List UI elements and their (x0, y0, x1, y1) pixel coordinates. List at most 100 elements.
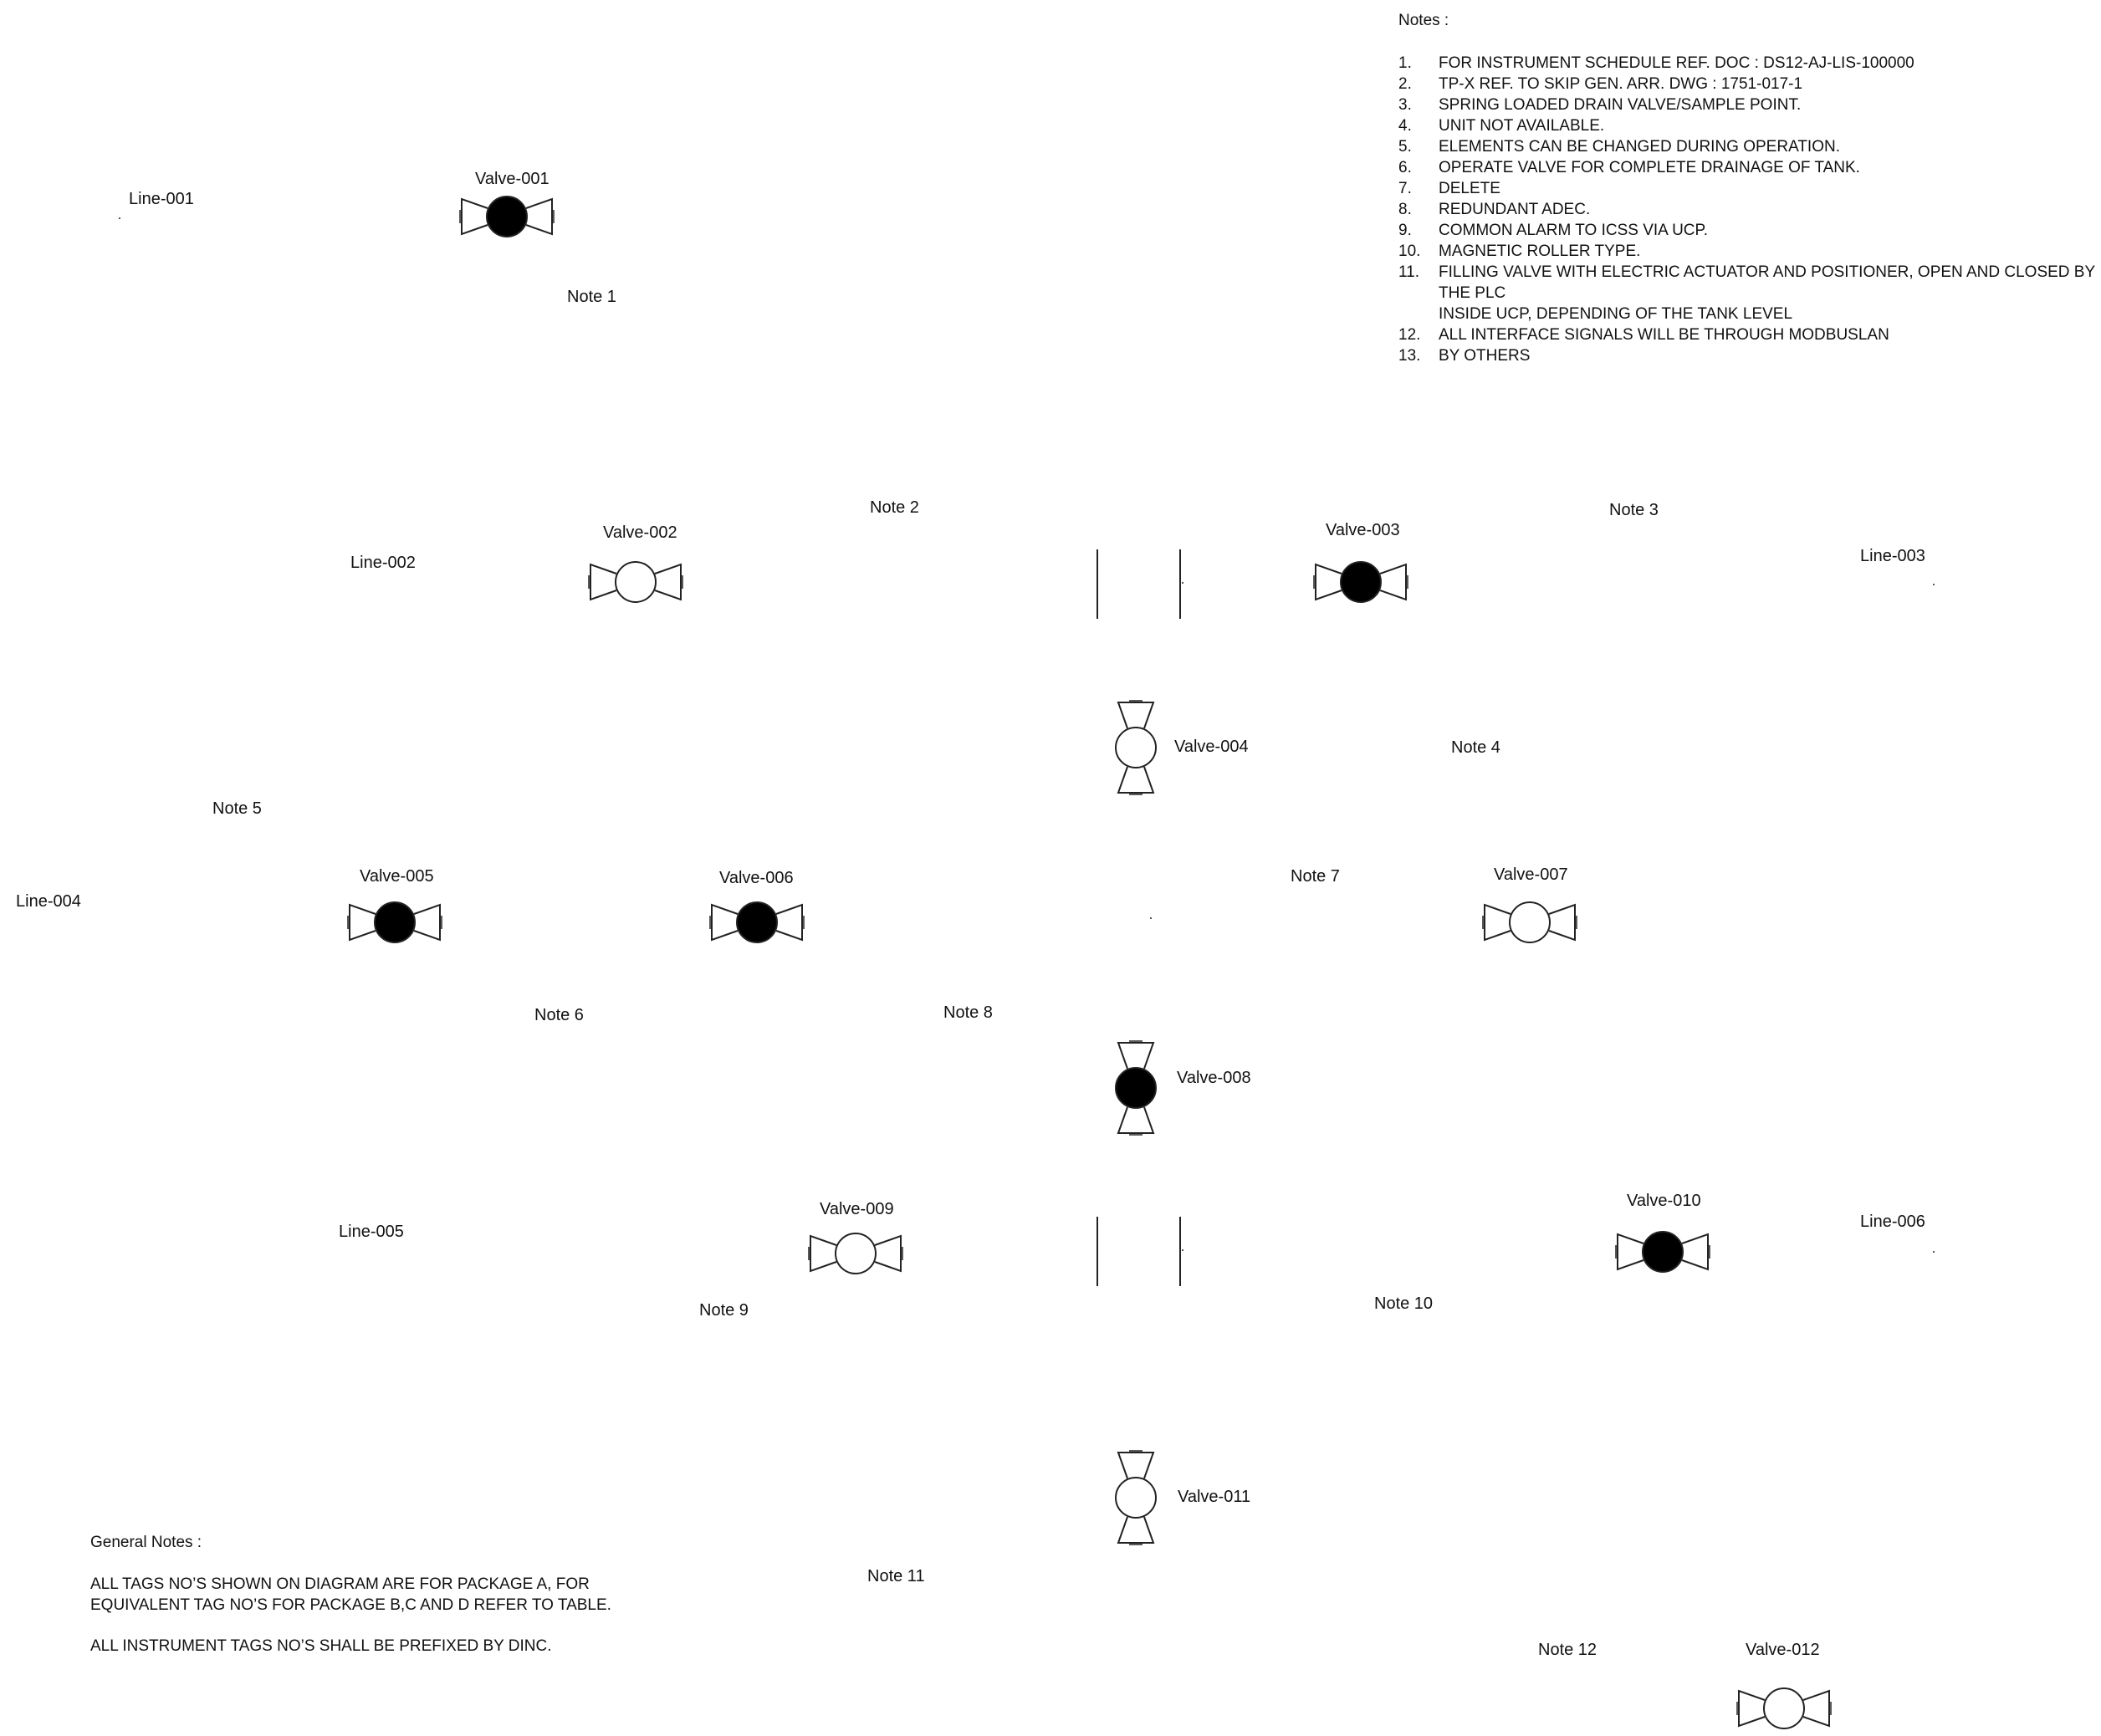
valve-body-right (1802, 1689, 1830, 1728)
valve-ball-closed (1340, 561, 1382, 603)
valve-label-011: Valve-011 (1178, 1488, 1251, 1506)
valve-body-left (711, 903, 739, 942)
line-label-002: Line-002 (350, 554, 416, 572)
valve-ball-open (1509, 901, 1551, 943)
note-text: ALL INTERFACE SIGNALS WILL BE THROUGH MO… (1439, 326, 1889, 344)
valve-body-left (810, 1234, 837, 1273)
note-label-10: Note 10 (1374, 1294, 1434, 1313)
note-number: 13. (1398, 347, 1421, 365)
valve-002-symbol (588, 561, 683, 603)
line-marker (1933, 584, 1935, 585)
line-label-006: Line-006 (1860, 1213, 1925, 1231)
valve-label-002: Valve-002 (603, 523, 677, 542)
note-text: COMMON ALARM TO ICSS VIA UCP. (1439, 222, 1709, 239)
note-label-7: Note 7 (1291, 867, 1340, 886)
valve-001-symbol (459, 196, 555, 237)
note-text: DELETE (1439, 180, 1500, 197)
note-text: TP-X REF. TO SKIP GEN. ARR. DWG : 1751-0… (1439, 75, 1803, 93)
valve-012-symbol (1736, 1687, 1832, 1729)
line-label-001: Line-001 (129, 190, 194, 208)
line-marker (1933, 1251, 1935, 1253)
valve-007-symbol (1482, 901, 1577, 943)
note-item: 1. FOR INSTRUMENT SCHEDULE REF. DOC : DS1… (1398, 53, 2101, 74)
note-number: 7. (1398, 180, 1412, 197)
note-label-5: Note 5 (212, 799, 262, 818)
note-number: 12. (1398, 326, 1421, 344)
valve-body-left (461, 197, 488, 236)
valve-body-left (349, 903, 376, 942)
notes-list: 1. FOR INSTRUMENT SCHEDULE REF. DOC : DS1… (1398, 53, 2101, 366)
valve-006-symbol (709, 901, 805, 943)
note-text: ELEMENTS CAN BE CHANGED DURING OPERATION… (1439, 138, 1840, 156)
note-item: 2. TP-X REF. TO SKIP GEN. ARR. DWG : 1751… (1398, 74, 2101, 94)
note-label-1: Note 1 (567, 288, 616, 306)
valve-label-005: Valve-005 (360, 867, 434, 886)
valve-ball-open (835, 1233, 877, 1274)
valve-body-right (654, 563, 682, 601)
valve-symbols (347, 196, 1832, 1729)
general-notes-block: General Notes : ALL TAGS NO’S SHOWN ON D… (90, 1532, 611, 1677)
spool-breaks (1097, 549, 1183, 1286)
note-item: 3. SPRING LOADED DRAIN VALVE/SAMPLE POINT… (1398, 94, 2101, 115)
valve-body-right (874, 1234, 902, 1273)
valve-ball-open (1115, 727, 1157, 768)
note-number: 6. (1398, 159, 1412, 176)
valve-body-left (1484, 903, 1511, 942)
general-note-paragraph-1: ALL TAGS NO’S SHOWN ON DIAGRAM ARE FOR P… (90, 1575, 611, 1614)
valve-label-003: Valve-003 (1326, 521, 1400, 539)
note-number: 9. (1398, 222, 1412, 239)
note-text: UNIT NOT AVAILABLE. (1439, 117, 1605, 135)
valve-ball-closed (1642, 1231, 1684, 1273)
valve-body-left (1617, 1233, 1644, 1271)
note-item: 7. DELETE (1398, 178, 2101, 199)
note-number: 8. (1398, 201, 1412, 218)
valve-body-left (1738, 1689, 1766, 1728)
valve-label-009: Valve-009 (820, 1200, 894, 1218)
valve-label-006: Valve-006 (719, 869, 794, 887)
note-label-12: Note 12 (1538, 1641, 1597, 1659)
note-number: 1. (1398, 54, 1412, 72)
valve-body-left (1315, 563, 1342, 601)
valve-label-010: Valve-010 (1627, 1192, 1701, 1210)
valve-ball-open (615, 561, 657, 603)
valve-ball-closed (374, 901, 416, 943)
note-number: 3. (1398, 96, 1412, 114)
valve-ball-closed (486, 196, 528, 237)
note-label-4: Note 4 (1451, 738, 1500, 757)
valve-ball-open (1763, 1687, 1805, 1729)
note-item: 13.BY OTHERS (1398, 345, 2101, 366)
note-label-11: Note 11 (867, 1567, 925, 1585)
valve-body-right (1548, 903, 1576, 942)
line-marker (119, 217, 120, 219)
valve-ball-open (1115, 1477, 1157, 1519)
note-number: 5. (1398, 138, 1412, 156)
note-text: OPERATE VALVE FOR COMPLETE DRAINAGE OF T… (1439, 159, 1860, 176)
note-text: FOR INSTRUMENT SCHEDULE REF. DOC : DS12-… (1439, 54, 1914, 72)
valve-body-top (1117, 702, 1155, 729)
note-item: 6. OPERATE VALVE FOR COMPLETE DRAINAGE OF… (1398, 157, 2101, 178)
note-number: 10. (1398, 243, 1421, 260)
note-item: 12. ALL INTERFACE SIGNALS WILL BE THROUGH… (1398, 324, 2101, 345)
valve-body-top (1117, 1042, 1155, 1070)
note-item: 10.MAGNETIC ROLLER TYPE. (1398, 241, 2101, 262)
line-label-004: Line-004 (16, 892, 81, 911)
note-label-2: Note 2 (870, 498, 919, 517)
valve-body-bottom (1117, 1516, 1155, 1544)
valve-body-right (775, 903, 803, 942)
general-notes-title: General Notes : (90, 1534, 202, 1551)
note-number: 2. (1398, 75, 1412, 93)
note-label-8: Note 8 (943, 1003, 993, 1022)
valve-body-top (1117, 1452, 1155, 1479)
notes-title: Notes : (1398, 12, 1449, 29)
note-item: 11.FILLING VALVE WITH ELECTRIC ACTUATOR … (1398, 262, 2101, 324)
valve-label-008: Valve-008 (1177, 1069, 1251, 1087)
note-text: SPRING LOADED DRAIN VALVE/SAMPLE POINT. (1439, 96, 1802, 114)
valve-003-symbol (1313, 561, 1408, 603)
valve-label-004: Valve-004 (1174, 738, 1249, 756)
valve-body-bottom (1117, 1106, 1155, 1134)
valve-label-001: Valve-001 (475, 170, 550, 188)
valve-009-symbol (808, 1233, 903, 1274)
valve-label-012: Valve-012 (1746, 1641, 1820, 1659)
